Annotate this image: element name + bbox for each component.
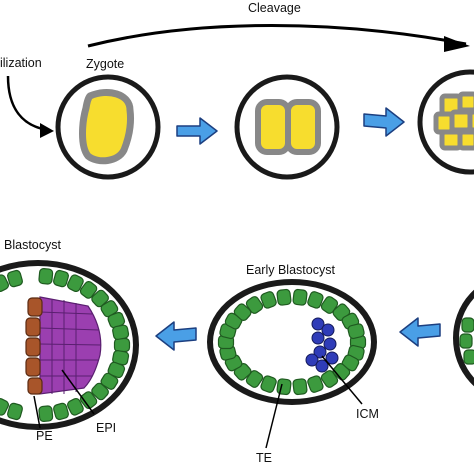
te-cell	[320, 370, 339, 388]
te-cell	[53, 269, 69, 288]
te-cell	[276, 378, 292, 396]
te-cell	[292, 378, 308, 396]
two-cell-embryo	[234, 74, 340, 180]
blue-arrow-1	[176, 117, 218, 145]
late-epi-cell-lines	[39, 300, 102, 394]
morula	[417, 69, 474, 175]
late-epi-mass	[39, 296, 102, 395]
cleavage-label: Cleavage	[248, 1, 301, 15]
te-cell	[38, 267, 54, 285]
te-cell	[260, 291, 277, 309]
late-blastocyst-label: Blastocyst	[4, 238, 61, 252]
pe-pointer	[33, 395, 41, 429]
te-cell	[112, 324, 130, 341]
epi-pointer	[61, 369, 95, 415]
late-pe-cells	[25, 297, 43, 395]
te-cell	[91, 289, 109, 308]
te-cell	[38, 405, 54, 423]
te-cell	[7, 269, 23, 288]
te-cell	[91, 382, 109, 401]
te-label: TE	[256, 451, 272, 465]
te-cell	[67, 274, 84, 293]
fertilization-label: ilization	[0, 56, 42, 70]
te-cell	[276, 288, 292, 306]
te-cell	[7, 402, 23, 421]
fertilization-arrow	[6, 75, 54, 138]
te-cell	[67, 397, 84, 416]
early-blastocyst	[207, 279, 377, 405]
te-cell	[79, 391, 98, 409]
te-cell	[233, 303, 252, 321]
icm-label: ICM	[356, 407, 379, 421]
right-partial-blastocyst	[453, 289, 474, 387]
epi-label: EPI	[96, 421, 116, 435]
blue-arrow-2	[363, 107, 405, 137]
blue-arrow-4	[399, 317, 441, 347]
te-cell	[260, 375, 277, 393]
cleavage-arrow	[87, 24, 470, 52]
te-cell	[100, 372, 119, 390]
early-blastocyst-label: Early Blastocyst	[246, 263, 335, 277]
te-cell	[0, 397, 9, 416]
late-te-ring	[0, 267, 131, 423]
icm-cells	[305, 317, 339, 373]
icm-pointer	[321, 355, 363, 405]
te-cell	[292, 288, 308, 306]
te-cell	[79, 281, 98, 299]
te-cell	[347, 323, 365, 340]
te-pointer	[265, 383, 283, 449]
late-blastocyst	[0, 260, 139, 430]
te-cell	[113, 337, 131, 353]
te-cell	[307, 291, 324, 309]
te-cell	[245, 296, 264, 314]
early-te-ring	[217, 288, 367, 396]
te-cell	[307, 375, 324, 393]
te-cell	[332, 363, 351, 381]
zygote	[55, 74, 161, 180]
blue-arrow-3	[155, 321, 197, 351]
pe-label: PE	[36, 429, 53, 443]
zygote-label: Zygote	[86, 57, 124, 71]
te-cell	[53, 402, 69, 421]
te-cell	[0, 274, 9, 293]
